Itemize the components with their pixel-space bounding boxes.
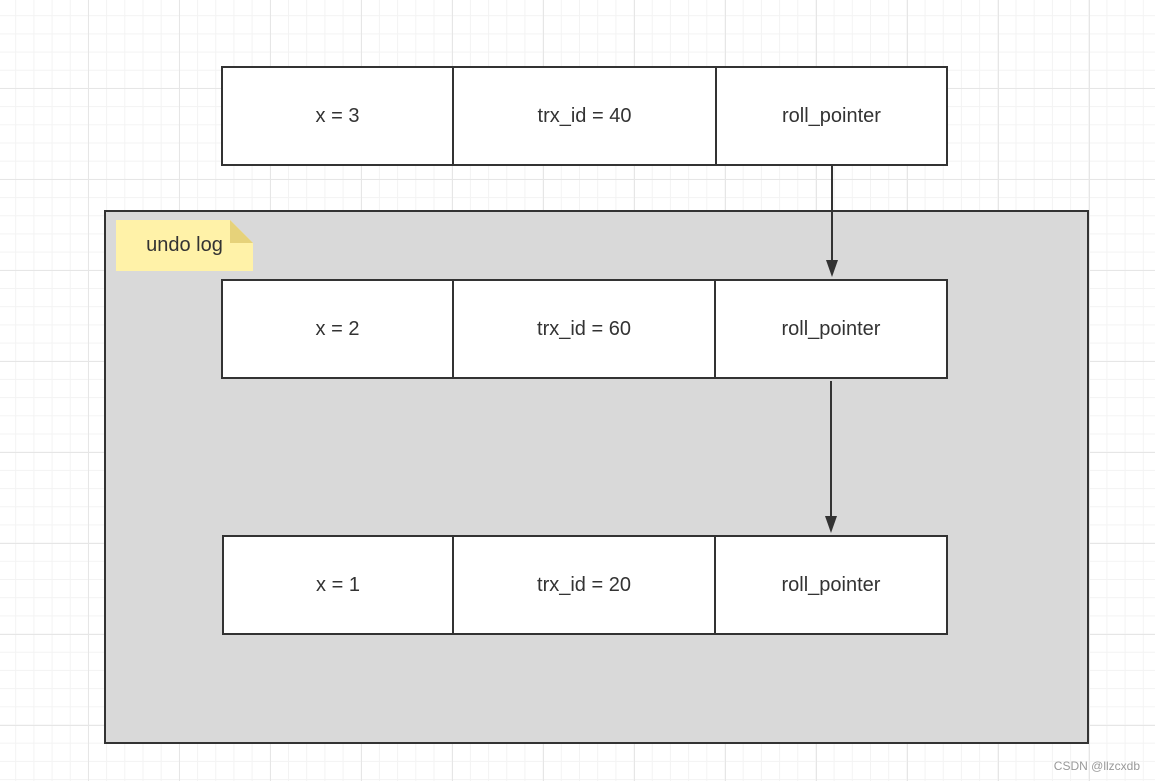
record-value-cell: x = 3 (221, 66, 454, 166)
record-trx-id-cell: trx_id = 60 (452, 279, 716, 379)
record-value-cell: x = 1 (222, 535, 454, 635)
record-undo-2: x = 1 trx_id = 20 roll_pointer (222, 535, 948, 635)
arrow-record1-to-record2 (826, 166, 838, 277)
record-undo-1: x = 2 trx_id = 60 roll_pointer (221, 279, 948, 379)
record-value-cell: x = 2 (221, 279, 454, 379)
arrow-record2-to-record3 (825, 381, 837, 533)
watermark-text: CSDN @llzcxdb (1053, 759, 1140, 773)
undo-log-note-label: undo log (146, 234, 223, 256)
record-roll-pointer-cell: roll_pointer (714, 535, 948, 635)
record-roll-pointer-cell: roll_pointer (714, 279, 948, 379)
record-trx-id-cell: trx_id = 40 (452, 66, 717, 166)
record-current: x = 3 trx_id = 40 roll_pointer (221, 66, 948, 166)
record-roll-pointer-cell: roll_pointer (715, 66, 948, 166)
